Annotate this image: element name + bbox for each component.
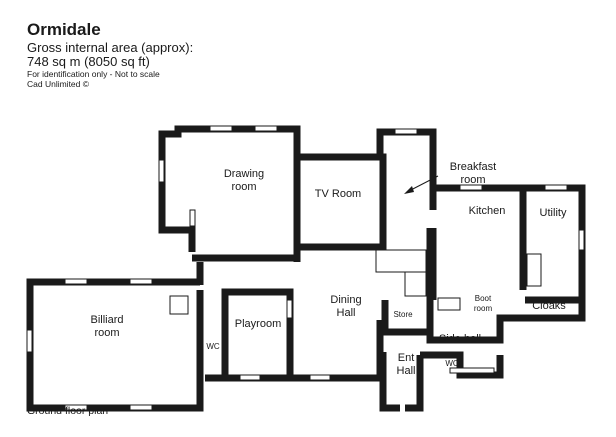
wall-ent-hall-right (405, 355, 424, 412)
wall-drawing-room (158, 125, 301, 262)
room-side-hall: Side hall (438, 333, 482, 345)
staircase (375, 249, 427, 273)
credit: Cad Unlimited © (27, 79, 90, 89)
window (309, 374, 331, 381)
window (459, 184, 483, 191)
wall-breakfast (376, 128, 437, 210)
disclaimer: For identification only - Not to scale (27, 69, 160, 79)
room-store: Store (393, 310, 413, 319)
window (394, 128, 418, 135)
window (129, 404, 153, 411)
wall-playroom (221, 288, 294, 380)
window (209, 125, 233, 132)
room-playroom: Playroom (234, 318, 282, 330)
room-cloaks: Cloaks (532, 300, 566, 312)
room-tv-room: TV Room (314, 188, 362, 200)
window (254, 125, 278, 132)
window (64, 404, 88, 411)
room-utility: Utility (539, 207, 567, 219)
wall-ent-hall (379, 352, 400, 412)
area-label: Gross internal area (approx): (27, 40, 194, 55)
property-title: Ormidale (27, 20, 101, 39)
window (129, 278, 153, 285)
window (449, 367, 495, 374)
window (158, 159, 165, 183)
wall-wc2 (420, 351, 504, 379)
area-value: 748 sq m (8050 sq ft) (27, 54, 150, 69)
room-wc: WC (445, 359, 459, 368)
window (544, 184, 568, 191)
staircase (404, 271, 427, 297)
staircase (437, 297, 461, 311)
arrow-head (404, 186, 414, 194)
window (189, 209, 196, 227)
window (578, 229, 585, 251)
window (64, 278, 88, 285)
room-wc: WC (206, 342, 220, 351)
wall-side-hall (426, 228, 586, 344)
window (286, 299, 293, 319)
window (26, 329, 33, 353)
wall-store (381, 300, 430, 336)
staircase (169, 295, 189, 315)
wall-kitchen (433, 184, 586, 304)
staircase (526, 253, 542, 287)
room-kitchen: Kitchen (468, 205, 506, 217)
plan-label: Ground floor plan (27, 405, 109, 417)
wall-tv-room (297, 153, 387, 252)
window (239, 374, 261, 381)
